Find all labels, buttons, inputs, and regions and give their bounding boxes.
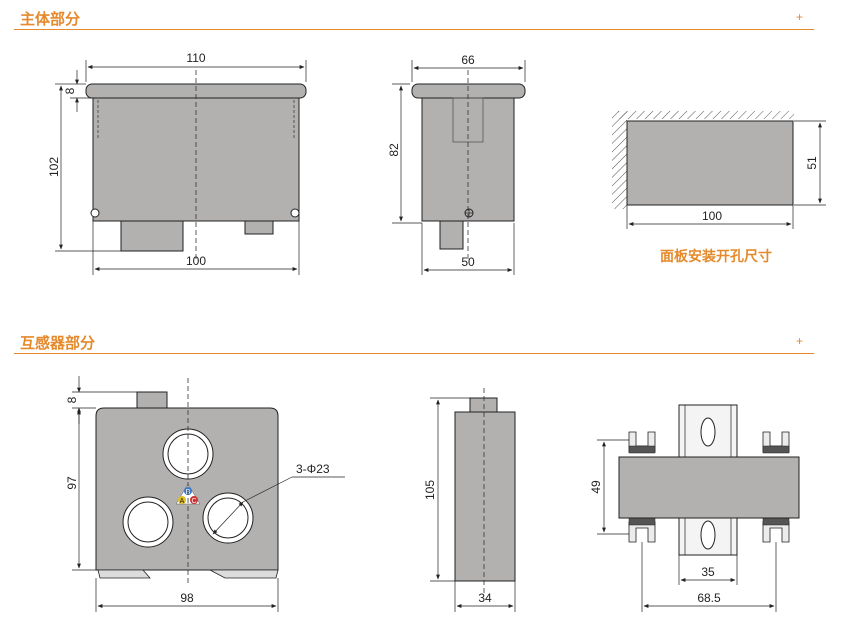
phase-label-c: C: [191, 498, 196, 505]
dim-main-front-width-top: 110: [186, 51, 205, 65]
dim-ct-mount-height: 49: [589, 480, 603, 494]
dim-ct-holes: 3-Φ23: [296, 462, 330, 476]
dim-main-side-width-top: 66: [461, 53, 475, 67]
main-body-front-view: 110 8 102 100: [47, 51, 307, 275]
dim-ct-side-width: 34: [478, 591, 492, 605]
dim-main-front-lip: 8: [63, 87, 77, 94]
dim-ct-side-height: 105: [423, 480, 437, 500]
dim-main-side-width-bottom: 50: [461, 255, 475, 269]
dim-main-front-height: 102: [47, 157, 61, 177]
dim-ct-tab: 8: [65, 396, 79, 403]
section-title-transformer: 互感器部分: [20, 334, 96, 352]
dim-ct-mount-span: 68.5: [697, 591, 721, 605]
panel-cutout-caption: 面板安装开孔尺寸: [660, 249, 772, 265]
section-divider-main-body: [14, 29, 814, 30]
ct-mounting-view: 49 35 68.5: [589, 404, 800, 612]
dim-cutout-height: 51: [805, 156, 819, 170]
main-body-side-view: 66 82 50: [387, 53, 526, 275]
section-title-main-body: 主体部分: [20, 10, 81, 28]
dim-main-front-width-bottom: 100: [186, 254, 206, 268]
ct-side-view: 105 34: [423, 388, 516, 612]
panel-cutout-view: 51 100: [612, 111, 826, 229]
dim-cutout-width: 100: [702, 209, 722, 223]
ct-front-view: B A C 8 97 3-Φ23 98: [65, 376, 345, 612]
plus-icon: +: [796, 10, 804, 24]
dim-ct-height: 97: [65, 476, 79, 490]
phase-label-a: A: [180, 498, 185, 505]
plus-icon: +: [796, 334, 804, 348]
section-divider-transformer: [14, 353, 814, 354]
dim-ct-width: 98: [180, 591, 194, 605]
dim-ct-rail-width: 35: [701, 565, 715, 579]
dim-main-side-height: 82: [387, 143, 401, 157]
